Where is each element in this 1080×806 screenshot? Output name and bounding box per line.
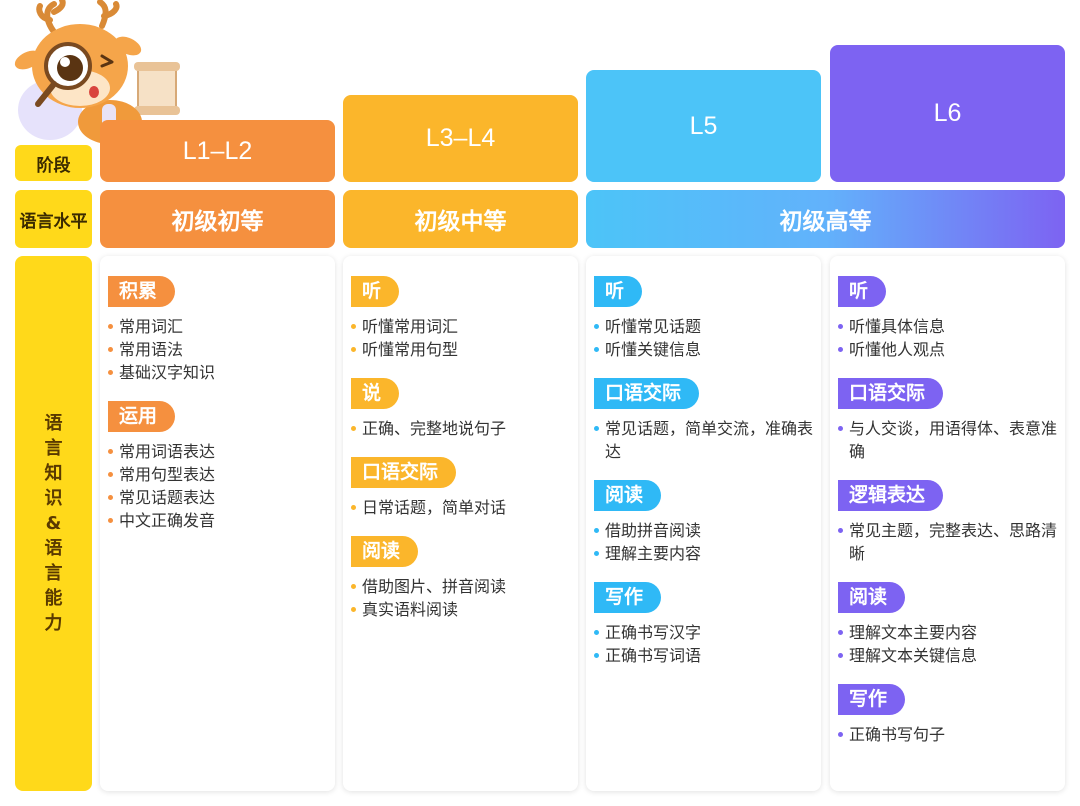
section-list: 正确书写汉字 正确书写词语 [594,621,813,667]
section-list: 常用词汇 常用语法 基础汉字知识 [108,315,327,384]
level-label: 语言水平 [15,190,92,248]
stage-l3-l4: L3–L4 [343,95,578,182]
column-l5: 听 听懂常见话题 听懂关键信息 口语交际 常见话题，简单交流，准确表达 阅读 借… [586,256,821,791]
stage-label: 阶段 [15,145,92,181]
level-beginner-middle: 初级中等 [343,190,578,248]
level-beginner-basic: 初级初等 [100,190,335,248]
stage-l1-l2: L1–L2 [100,120,335,182]
section-title: 说 [351,378,400,409]
list-item: 中文正确发音 [108,509,327,532]
list-item: 正确书写句子 [838,723,1057,746]
column-l6: 听 听懂具体信息 听懂他人观点 口语交际 与人交谈，用语得体、表意准确 逻辑表达… [830,256,1065,791]
section-list: 常见主题，完整表达、思路清晰 [838,519,1057,565]
list-item: 听懂关键信息 [594,338,813,361]
section-list: 听懂常见话题 听懂关键信息 [594,315,813,361]
section-title: 口语交际 [351,457,457,488]
list-item: 听懂他人观点 [838,338,1057,361]
knowledge-char: 知 [44,463,63,484]
knowledge-char: 言 [44,438,63,459]
list-item: 听懂具体信息 [838,315,1057,338]
section-title: 写作 [838,684,906,715]
list-item: 听懂常用句型 [351,338,570,361]
section-list: 听懂常用词汇 听懂常用句型 [351,315,570,361]
list-item: 真实语料阅读 [351,598,570,621]
stage-l5: L5 [586,70,821,182]
section-title: 写作 [594,582,662,613]
section-title: 口语交际 [594,378,700,409]
list-item: 常见话题表达 [108,486,327,509]
section-title: 积累 [108,276,176,307]
list-item: 常用语法 [108,338,327,361]
section-title: 运用 [108,401,176,432]
section-list: 理解文本主要内容 理解文本关键信息 [838,621,1057,667]
section-title: 听 [351,276,400,307]
knowledge-char: 力 [44,613,63,634]
section-list: 借助图片、拼音阅读 真实语料阅读 [351,575,570,621]
section-title: 阅读 [594,480,662,511]
knowledge-char: 识 [44,488,63,509]
level-beginner-advanced: 初级高等 [586,190,1065,248]
section-title: 听 [838,276,887,307]
knowledge-label: 语 言 知 识 & 语 言 能 力 [15,256,92,791]
section-list: 常用词语表达 常用句型表达 常见话题表达 中文正确发音 [108,440,327,532]
list-item: 理解文本主要内容 [838,621,1057,644]
section-title: 阅读 [351,536,419,567]
list-item: 理解主要内容 [594,542,813,565]
list-item: 常见话题，简单交流，准确表达 [594,417,813,463]
column-l1-l2: 积累 常用词汇 常用语法 基础汉字知识 运用 常用词语表达 常用句型表达 常见话… [100,256,335,791]
section-list: 日常话题，简单对话 [351,496,570,519]
list-item: 借助拼音阅读 [594,519,813,542]
list-item: 常用句型表达 [108,463,327,486]
stage-l6: L6 [830,45,1065,182]
knowledge-char: 语 [44,413,63,434]
section-title: 听 [594,276,643,307]
knowledge-char: 语 [44,538,63,559]
list-item: 正确书写词语 [594,644,813,667]
section-title: 逻辑表达 [838,480,944,511]
list-item: 理解文本关键信息 [838,644,1057,667]
list-item: 基础汉字知识 [108,361,327,384]
knowledge-char: & [45,513,62,534]
section-list: 正确书写句子 [838,723,1057,746]
list-item: 常见主题，完整表达、思路清晰 [838,519,1057,565]
section-list: 与人交谈，用语得体、表意准确 [838,417,1057,463]
knowledge-char: 言 [44,563,63,584]
section-title: 口语交际 [838,378,944,409]
list-item: 借助图片、拼音阅读 [351,575,570,598]
section-list: 正确、完整地说句子 [351,417,570,440]
section-title: 阅读 [838,582,906,613]
list-item: 与人交谈，用语得体、表意准确 [838,417,1057,463]
list-item: 常用词汇 [108,315,327,338]
section-list: 常见话题，简单交流，准确表达 [594,417,813,463]
list-item: 听懂常用词汇 [351,315,570,338]
section-list: 听懂具体信息 听懂他人观点 [838,315,1057,361]
list-item: 常用词语表达 [108,440,327,463]
knowledge-char: 能 [44,588,63,609]
list-item: 日常话题，简单对话 [351,496,570,519]
list-item: 正确、完整地说句子 [351,417,570,440]
list-item: 正确书写汉字 [594,621,813,644]
list-item: 听懂常见话题 [594,315,813,338]
column-l3-l4: 听 听懂常用词汇 听懂常用句型 说 正确、完整地说句子 口语交际 日常话题，简单… [343,256,578,791]
section-list: 借助拼音阅读 理解主要内容 [594,519,813,565]
